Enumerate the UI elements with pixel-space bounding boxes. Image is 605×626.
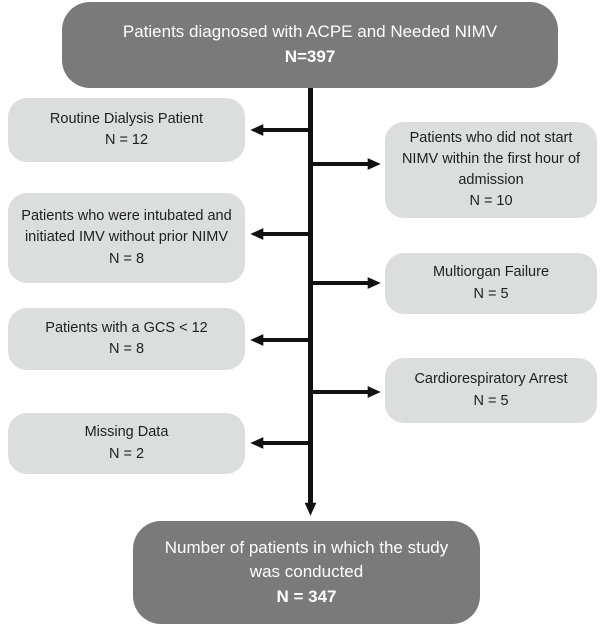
box-study-population: Number of patients in which the study wa…	[133, 521, 480, 624]
box-n-value: N = 12	[104, 132, 149, 148]
box-label: Patients who did not start NIMV within t…	[401, 129, 581, 188]
box-multiorgan-failure: Multiorgan Failure N = 5	[385, 253, 597, 314]
box-gcs-below-12: Patients with a GCS < 12 N = 8	[8, 308, 245, 370]
box-n-value: N = 10	[469, 193, 513, 210]
box-label: Patients diagnosed with ACPE and Needed …	[122, 22, 498, 42]
box-cardiorespiratory-arrest: Cardiorespiratory Arrest N = 5	[385, 358, 597, 423]
box-label: Patients with a GCS < 12	[45, 319, 208, 336]
box-n-value: N = 347	[276, 586, 337, 606]
box-label: Number of patients in which the study wa…	[164, 537, 449, 582]
box-label: Cardiorespiratory Arrest	[414, 371, 568, 388]
box-label: Multiorgan Failure	[432, 264, 550, 281]
box-routine-dialysis: Routine Dialysis Patient N = 12	[8, 98, 245, 162]
box-n-value: N = 8	[108, 341, 145, 357]
box-n-value: N = 5	[473, 392, 509, 409]
box-n-value: N = 5	[473, 285, 509, 302]
box-diagnosed-population: Patients diagnosed with ACPE and Needed …	[62, 2, 558, 88]
box-n-value: N = 2	[108, 445, 145, 462]
box-no-nimv-first-hour: Patients who did not start NIMV within t…	[385, 122, 597, 218]
box-label: Patients who were intubated and initiate…	[21, 208, 232, 246]
box-n-value: N=397	[284, 47, 336, 66]
box-missing-data: Missing Data N = 2	[8, 413, 245, 474]
box-n-value: N = 8	[108, 250, 145, 267]
box-label: Missing Data	[84, 424, 169, 441]
box-intubated-imv: Patients who were intubated and initiate…	[8, 193, 245, 283]
box-label: Routine Dialysis Patient	[49, 110, 204, 127]
